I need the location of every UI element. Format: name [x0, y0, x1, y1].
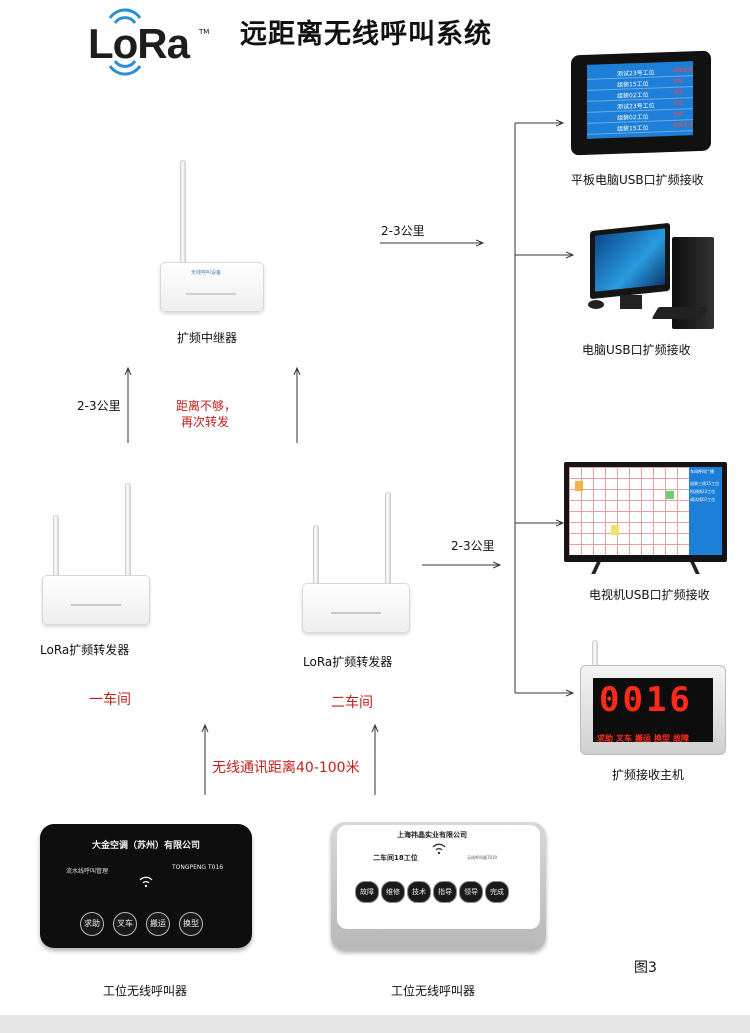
- tablet-row-status: 求助: [673, 111, 684, 118]
- tablet-row-name: 测试23号工位: [617, 69, 655, 78]
- wifi-icon: [139, 876, 153, 888]
- host-function-label: 换型: [654, 734, 670, 743]
- tv-screen: 车间呼叫广播 组装三线15工位检测线23工位调试线02工位: [569, 467, 722, 555]
- forwarder-label-2: LoRa扩频转发器: [303, 655, 393, 669]
- wifi-icon: [432, 843, 446, 855]
- tablet-row-status: 故障支持: [673, 67, 693, 74]
- caller2-company: 上海祎晶实业有限公司: [397, 831, 467, 839]
- caller2-button[interactable]: 领导: [459, 881, 483, 903]
- tablet-row-name: 组装02工位: [617, 113, 649, 122]
- caller1-button[interactable]: 换型: [179, 912, 203, 936]
- caller-device-1: 大金空调（苏州）有限公司 流水线呼叫管理 TONGPENG T016 求助叉车搬…: [40, 824, 252, 948]
- tv-side-header: 车间呼叫广播: [690, 469, 714, 474]
- workshop-label-1: 一车间: [89, 692, 131, 708]
- logo-text: LoRa: [88, 20, 190, 67]
- tablet-row-status: 求助: [673, 78, 684, 85]
- host-function-label: 搬运: [635, 734, 651, 743]
- tv-receiver: 车间呼叫广播 组装三线15工位检测线23工位调试线02工位: [564, 462, 727, 574]
- repeater-device-text: 无线呼叫设备: [191, 270, 222, 276]
- tv-side-panel: 车间呼叫广播 组装三线15工位检测线23工位调试线02工位: [689, 467, 722, 555]
- caller1-subtitle: 流水线呼叫管理: [66, 868, 109, 875]
- tablet-row-name: 测试23号工位: [617, 102, 655, 111]
- caller2-button[interactable]: 完成: [485, 881, 509, 903]
- tablet-receiver: 测试23号工位故障支持组装15工位求助组装02工位求助测试23号工位求助组装02…: [571, 50, 711, 156]
- caller1-button[interactable]: 搬运: [146, 912, 170, 936]
- host-digits: 0016: [599, 680, 693, 720]
- host-function-label: 求助: [597, 734, 613, 743]
- caller-device-2: 上海祎晶实业有限公司 二车间18工位 无线呼叫器T019 故障维修技术指导领导完…: [331, 822, 546, 950]
- retransmit-note-line2: 再次转发: [181, 415, 230, 429]
- caller2-brand: 无线呼叫器T019: [467, 855, 498, 860]
- caller1-company: 大金空调（苏州）有限公司: [92, 841, 201, 851]
- tablet-row-name: 组装02工位: [617, 91, 649, 100]
- caller1-button[interactable]: 求助: [80, 912, 104, 936]
- link-label-to-tv: 2-3公里: [451, 539, 495, 553]
- caller-label-1: 工位无线呼叫器: [103, 984, 188, 998]
- tablet-label: 平板电脑USB口扩频接收: [571, 173, 704, 187]
- workshop-label-2: 二车间: [331, 695, 373, 711]
- host-display: 0016 求助叉车搬运换型故障: [593, 678, 713, 743]
- tv-label: 电视机USB口扩频接收: [589, 588, 710, 602]
- host-function-label: 叉车: [616, 734, 632, 743]
- tablet-row-name: 组装15工位: [617, 80, 649, 89]
- caller2-subtitle: 二车间18工位: [373, 854, 418, 862]
- tablet-screen: 测试23号工位故障支持组装15工位求助组装02工位求助测试23号工位求助组装02…: [587, 61, 693, 139]
- page-title: 远距离无线呼叫系统: [240, 19, 492, 50]
- repeater-label: 扩频中继器: [177, 331, 238, 345]
- host-function-label: 故障: [673, 734, 689, 743]
- wireless-range-label: 无线通讯距离40-100米: [212, 760, 360, 776]
- caller2-button[interactable]: 故障: [355, 881, 379, 903]
- tablet-row-status: 故障支持: [673, 122, 693, 129]
- footer-bar: [0, 1015, 750, 1033]
- caller1-button[interactable]: 叉车: [113, 912, 137, 936]
- caller1-brand: TONGPENG T016: [172, 864, 224, 871]
- caller2-button[interactable]: 技术: [407, 881, 431, 903]
- forwarder-label-1: LoRa扩频转发器: [40, 643, 130, 657]
- pc-label: 电脑USB口扩频接收: [582, 343, 691, 357]
- logo-trademark: TM: [199, 28, 210, 36]
- tv-side-line: 检测线23工位: [690, 489, 716, 494]
- caller-label-2: 工位无线呼叫器: [391, 984, 476, 998]
- link-label-to-receivers: 2-3公里: [381, 224, 425, 238]
- tablet-row-status: 求助: [673, 89, 684, 96]
- link-label-up-left: 2-3公里: [77, 399, 121, 413]
- tablet-row: 组装15工位 故障支持: [587, 120, 693, 135]
- host-label: 扩频接收主机: [612, 768, 685, 782]
- retransmit-note-line1: 距离不够，: [176, 399, 237, 413]
- tv-grid: [569, 467, 689, 555]
- caller2-button[interactable]: 指导: [433, 881, 457, 903]
- tv-side-line: 调试线02工位: [690, 497, 716, 502]
- caller2-button[interactable]: 维修: [381, 881, 405, 903]
- tablet-row-status: 求助: [673, 100, 684, 107]
- figure-label: 图3: [634, 960, 657, 976]
- tablet-row-name: 组装15工位: [617, 124, 649, 133]
- tv-side-line: 组装三线15工位: [690, 481, 720, 486]
- lora-wave-icon: [108, 8, 142, 76]
